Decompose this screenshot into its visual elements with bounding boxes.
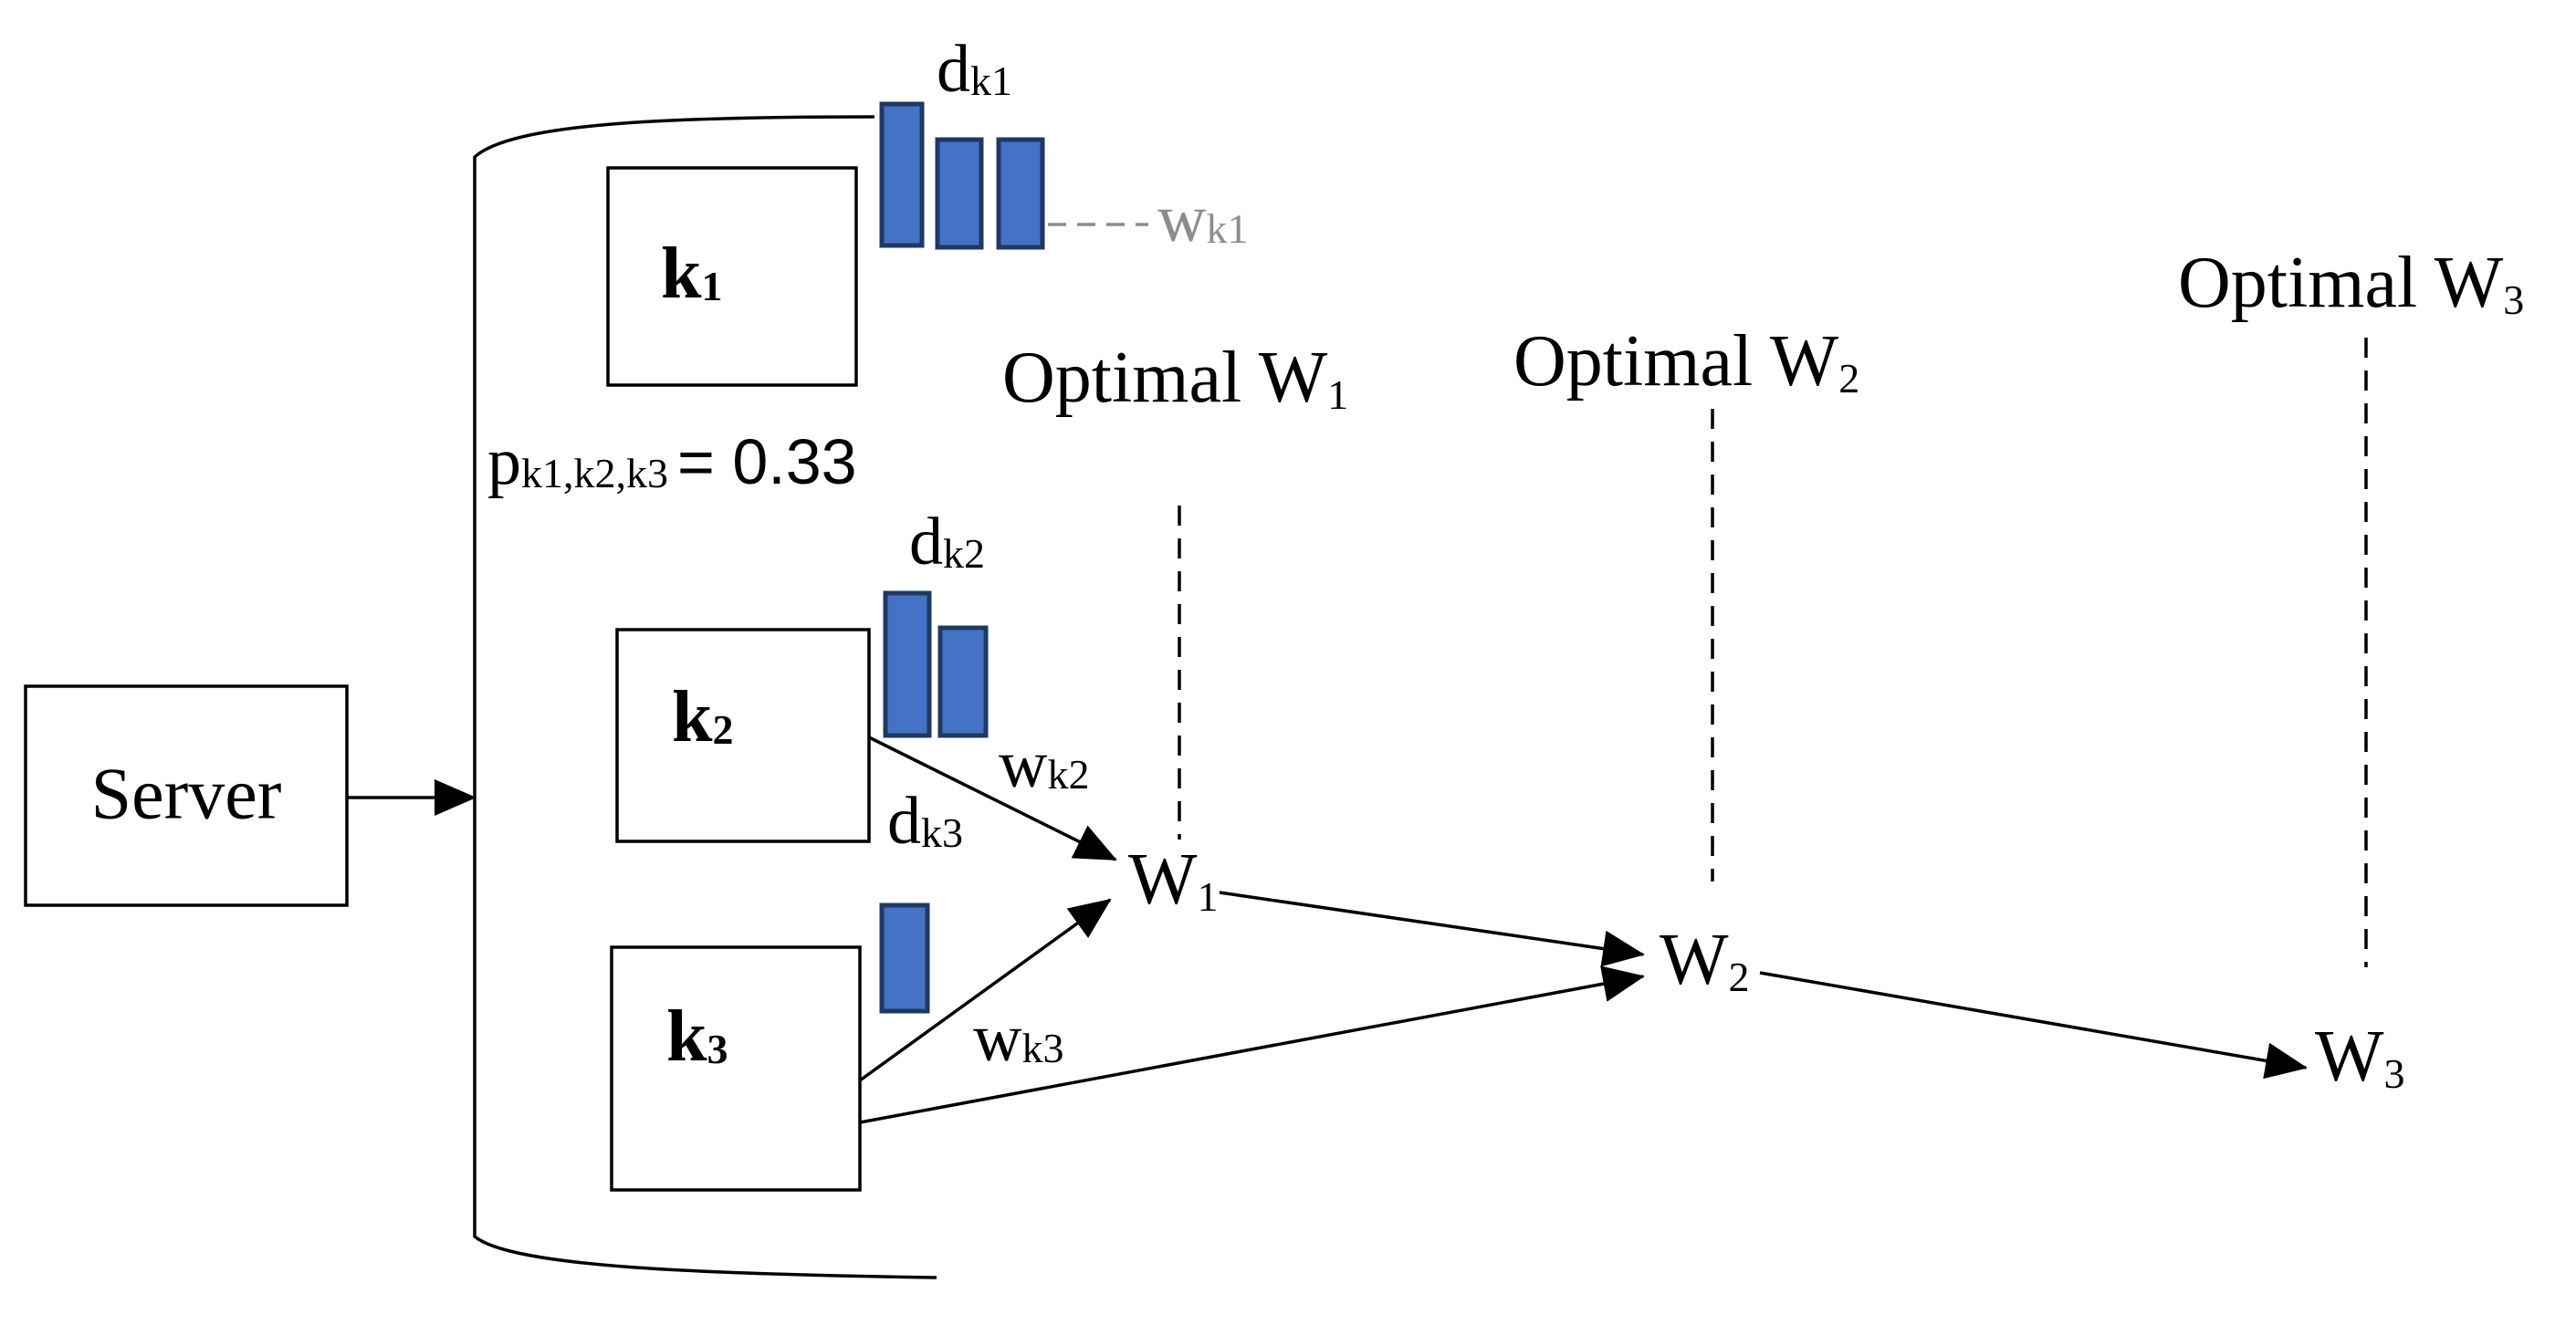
arrow-k3-to-W2 — [859, 965, 1645, 1124]
data-label-k1: dk1 — [937, 32, 1012, 107]
data-label-k3: dk3 — [887, 784, 963, 859]
data-label-k2: dk2 — [909, 505, 985, 579]
client-box-k1 — [606, 166, 858, 387]
arrow-W1-to-W2 — [1219, 891, 1645, 967]
server-box — [24, 684, 349, 907]
optimal-W1-label: Optimal W1 — [1002, 338, 1348, 418]
client-box-k3 — [610, 945, 862, 1192]
data-bar-k1-2 — [935, 137, 984, 250]
data-bar-k3-1 — [879, 902, 930, 1014]
server-label: Server — [91, 754, 282, 834]
data-bar-k1-3 — [996, 137, 1045, 250]
client-label-k2: k2 — [672, 677, 734, 757]
client-label-k1: k1 — [661, 234, 723, 314]
optimal-W3-label: Optimal W3 — [2178, 243, 2524, 323]
optimal-W2-label: Optimal W2 — [1513, 321, 1859, 402]
client-group-bracket — [473, 115, 937, 1279]
arrow-k3-to-W1 — [858, 898, 1112, 1082]
data-bar-k1-1 — [879, 101, 925, 248]
client-box-k2 — [615, 628, 871, 843]
arrow-k2-to-W1 — [868, 736, 1117, 861]
arrow-W2-to-W3 — [1759, 971, 2308, 1080]
global-weight-W3: W3 — [2315, 1017, 2405, 1097]
data-bar-k2-2 — [937, 625, 989, 738]
weight-label-k3: wk3 — [973, 1001, 1063, 1076]
selection-probability: pk1,k2,k3= 0.33 — [487, 424, 857, 499]
client-label-k3: k3 — [666, 996, 728, 1077]
weight-label-k1: wk1 — [1157, 182, 1248, 256]
global-weight-W1: W1 — [1128, 840, 1219, 920]
data-bar-k2-1 — [883, 590, 932, 738]
global-weight-W2: W2 — [1660, 920, 1750, 1000]
weight-label-k2: wk2 — [999, 727, 1089, 802]
